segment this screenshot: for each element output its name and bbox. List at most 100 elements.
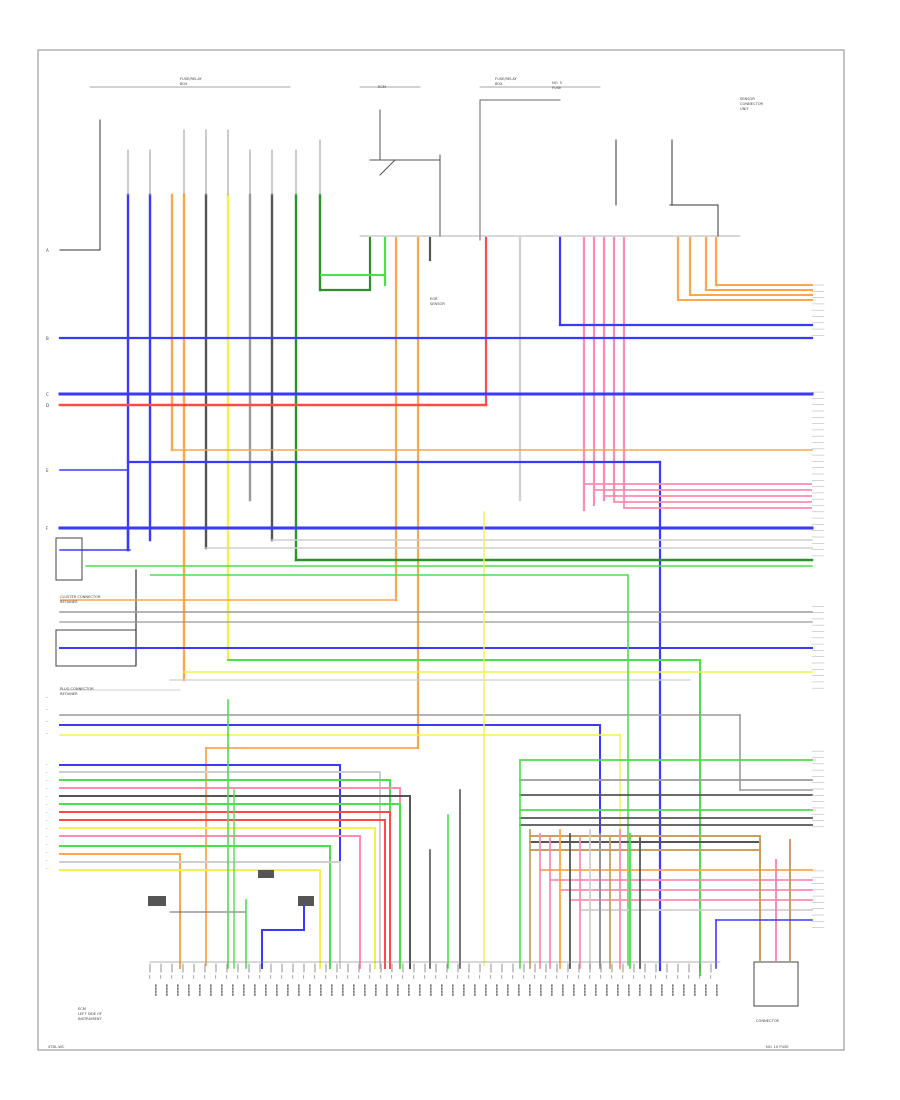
ecm-pin-label: ┃ bbox=[424, 975, 426, 979]
ecm-pin-label: ┃ bbox=[578, 975, 580, 979]
row-marker: · bbox=[46, 851, 48, 857]
ecm-pin-label: ┃ bbox=[600, 975, 602, 979]
pin-function-label: ▬▬▬▬ bbox=[495, 984, 499, 996]
switch bbox=[379, 159, 396, 176]
pin-function-label: ▬▬▬▬ bbox=[671, 984, 675, 996]
pin-function-label: ▬▬▬▬ bbox=[517, 984, 521, 996]
ecm-pin-label: ┃ bbox=[655, 975, 657, 979]
row-letter: A bbox=[46, 248, 49, 253]
ecm-pin-label: ┃ bbox=[347, 975, 349, 979]
ecm-label: INSTRUMENT bbox=[78, 1017, 102, 1021]
ecm-pin-label: ┃ bbox=[303, 975, 305, 979]
ecm-pin-label: ┃ bbox=[193, 975, 195, 979]
ecm-pin-label: ┃ bbox=[699, 975, 701, 979]
pin-function-label: ▬▬▬▬ bbox=[704, 984, 708, 996]
sensor-connector bbox=[258, 870, 274, 878]
pin-function-label: ▬▬▬▬ bbox=[220, 984, 224, 996]
pin-function-label: ▬▬▬▬ bbox=[572, 984, 576, 996]
pin-function-label: ▬▬▬▬ bbox=[418, 984, 422, 996]
pin-function-label: ▬▬▬▬ bbox=[649, 984, 653, 996]
ecm-pin-label: ┃ bbox=[314, 975, 316, 979]
pin-function-label: ▬▬▬▬ bbox=[473, 984, 477, 996]
pin-function-label: ▬▬▬▬ bbox=[231, 984, 235, 996]
fuse-relay-box-label: FUSE/RELAY bbox=[495, 77, 517, 81]
ecm-pin-label: ┃ bbox=[468, 975, 470, 979]
pink-bus bbox=[603, 495, 812, 500]
ecm-pin-label: ┃ bbox=[325, 975, 327, 979]
ecm-pin-label: ┃ bbox=[633, 975, 635, 979]
pin-function-label: ▬▬▬▬ bbox=[583, 984, 587, 996]
diagram-code: 4TDL-WC bbox=[48, 1045, 65, 1049]
ecm-pin-label: ┃ bbox=[677, 975, 679, 979]
ecm-pin-label: ┃ bbox=[688, 975, 690, 979]
row-letter: B bbox=[46, 336, 49, 341]
ecm-pin-label: ┃ bbox=[457, 975, 459, 979]
pin-function-label: ▬▬▬▬ bbox=[550, 984, 554, 996]
connector-label: CONNECTOR bbox=[756, 1019, 780, 1023]
pin-function-label: ▬▬▬▬ bbox=[341, 984, 345, 996]
sensor-connector-label: CONNECTOR bbox=[740, 102, 764, 106]
ecm-pin-label: ┃ bbox=[435, 975, 437, 979]
pin-function-label: ▬▬▬▬ bbox=[627, 984, 631, 996]
ecm-pin-label: ┃ bbox=[611, 975, 613, 979]
pin-function-label: ▬▬▬▬ bbox=[506, 984, 510, 996]
row-marker: · bbox=[46, 803, 48, 809]
fuse-relay-box-label: BOX bbox=[180, 82, 188, 86]
row-marker: · bbox=[46, 867, 48, 873]
pink-bus bbox=[583, 483, 812, 510]
pin-function-label: ▬▬▬▬ bbox=[363, 984, 367, 996]
fuse-label: FUSE bbox=[552, 86, 562, 90]
ecm-pin-label: ┃ bbox=[413, 975, 415, 979]
ecm-pin-label: ┃ bbox=[501, 975, 503, 979]
row-marker: · bbox=[46, 771, 48, 777]
row-marker: · bbox=[46, 811, 48, 817]
pin-function-label: ▬▬▬▬ bbox=[198, 984, 202, 996]
ecm-pin-label: ┃ bbox=[523, 975, 525, 979]
pink-bus bbox=[623, 490, 812, 509]
ecm-pin-label: ┃ bbox=[622, 975, 624, 979]
pin-function-label: ▬▬▬▬ bbox=[451, 984, 455, 996]
ecm-pin-label: ┃ bbox=[160, 975, 162, 979]
pin-function-label: ▬▬▬▬ bbox=[429, 984, 433, 996]
ecm-pin-label: ┃ bbox=[248, 975, 250, 979]
sensor-connector-label: UNIT bbox=[740, 107, 749, 111]
pin-function-label: ▬▬▬▬ bbox=[539, 984, 543, 996]
ecm-pin-label: ┃ bbox=[391, 975, 393, 979]
pin-function-label: ▬▬▬▬ bbox=[319, 984, 323, 996]
ecm-pin-label: ┃ bbox=[556, 975, 558, 979]
row-marker: · bbox=[46, 719, 48, 726]
plug-connector-label: RETAINER bbox=[60, 692, 78, 696]
pink-bus bbox=[613, 495, 812, 503]
row-marker: · bbox=[46, 795, 48, 801]
pin-function-label: ▬▬▬▬ bbox=[308, 984, 312, 996]
pin-function-label: ▬▬▬▬ bbox=[594, 984, 598, 996]
pin-function-label: ▬▬▬▬ bbox=[616, 984, 620, 996]
pink-bus bbox=[593, 489, 812, 505]
pin-function-label: ▬▬▬▬ bbox=[561, 984, 565, 996]
ecm-pin-label: ┃ bbox=[589, 975, 591, 979]
pin-function-label: ▬▬▬▬ bbox=[330, 984, 334, 996]
fuse-relay-box-label: FUSE/RELAY bbox=[180, 77, 202, 81]
cluster-connector-label: RETAINER bbox=[60, 600, 78, 604]
ecm-label: LEFT SIDE OF bbox=[78, 1012, 102, 1016]
row-marker: · bbox=[46, 827, 48, 833]
pin-function-label: ▬▬▬▬ bbox=[385, 984, 389, 996]
pin-function-label: ▬▬▬▬ bbox=[528, 984, 532, 996]
pin-function-label: ▬▬▬▬ bbox=[462, 984, 466, 996]
ecm-pin-label: ┃ bbox=[237, 975, 239, 979]
ecm-pin-label: ┃ bbox=[512, 975, 514, 979]
fuse-label: NO. 5 bbox=[552, 81, 562, 85]
ecm-pin-label: ┃ bbox=[545, 975, 547, 979]
ecm-pin-label: ┃ bbox=[567, 975, 569, 979]
cluster-connector-label: CLUSTER CONNECTOR bbox=[60, 595, 101, 599]
pin-function-label: ▬▬▬▬ bbox=[253, 984, 257, 996]
pin-function-label: ▬▬▬▬ bbox=[396, 984, 400, 996]
ecm-pin-label: ┃ bbox=[644, 975, 646, 979]
ecm-pin-label: ┃ bbox=[204, 975, 206, 979]
pin-function-label: ▬▬▬▬ bbox=[242, 984, 246, 996]
row-marker: · bbox=[46, 731, 48, 738]
pin-function-label: ▬▬▬▬ bbox=[638, 984, 642, 996]
sensor-connector-label: SENSOR bbox=[740, 97, 755, 101]
row-marker: · bbox=[46, 859, 48, 865]
